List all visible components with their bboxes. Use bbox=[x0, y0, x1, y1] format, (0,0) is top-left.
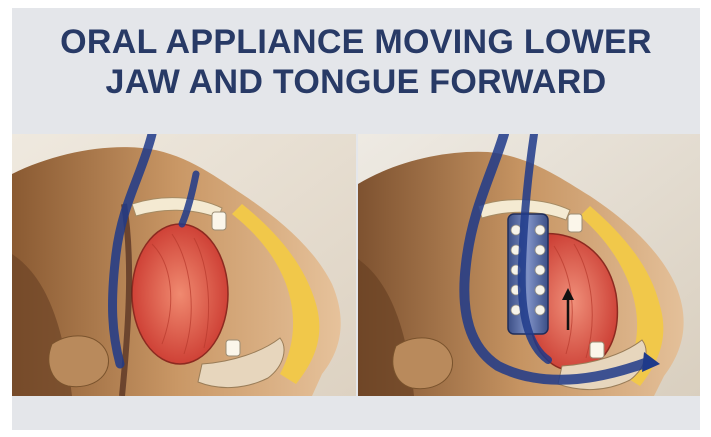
title-line-1: ORAL APPLIANCE MOVING LOWER bbox=[12, 22, 700, 62]
slide-frame: ORAL APPLIANCE MOVING LOWER JAW AND TONG… bbox=[12, 8, 700, 430]
page-title: ORAL APPLIANCE MOVING LOWER JAW AND TONG… bbox=[12, 22, 700, 102]
upper-teeth bbox=[212, 212, 226, 230]
obstructed-airway-panel bbox=[12, 134, 356, 396]
lower-teeth bbox=[226, 340, 240, 356]
upper-teeth bbox=[568, 214, 582, 232]
ear-cartilage bbox=[393, 338, 453, 389]
lower-teeth bbox=[590, 342, 604, 358]
obstructed-airway-illustration-icon bbox=[12, 134, 356, 396]
open-airway-with-oral-appliance-illustration-icon bbox=[358, 134, 700, 396]
open-airway-panel bbox=[358, 134, 700, 396]
bottom-strip bbox=[12, 396, 700, 430]
title-line-2: JAW AND TONGUE FORWARD bbox=[12, 62, 700, 102]
ear-cartilage bbox=[49, 336, 109, 387]
tongue bbox=[132, 224, 228, 364]
